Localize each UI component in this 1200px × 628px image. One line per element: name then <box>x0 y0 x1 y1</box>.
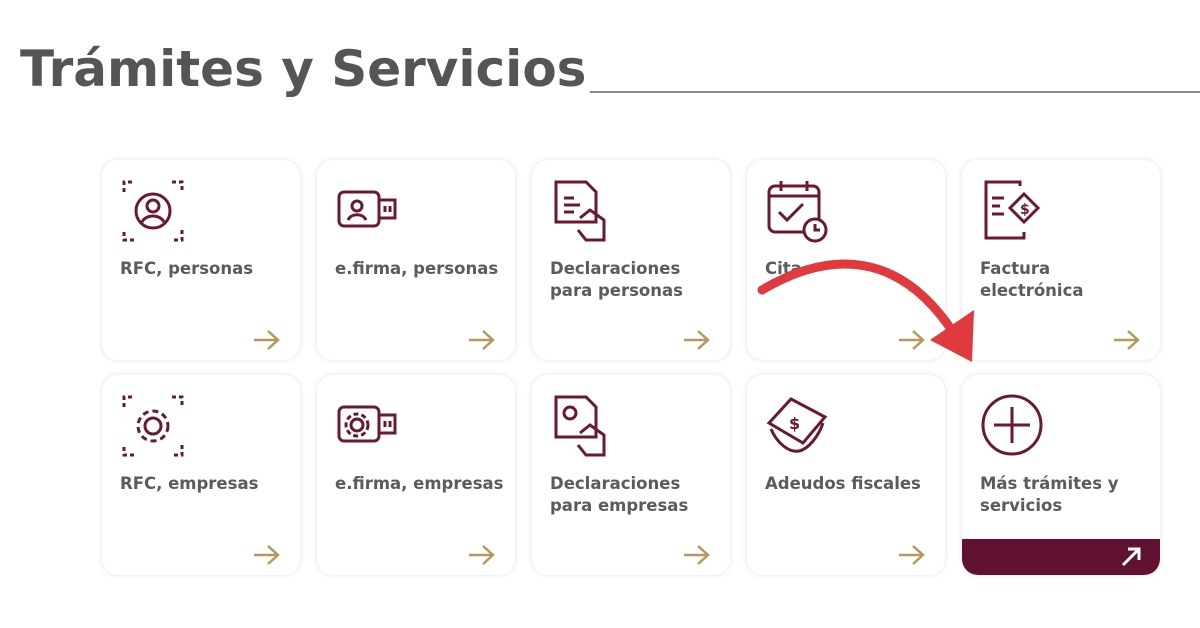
card-adeudos-fiscales[interactable]: $ Adeudos fiscales <box>747 375 945 575</box>
arrow-right-icon[interactable] <box>467 328 497 352</box>
usb-id-icon <box>337 190 397 228</box>
money-hand-icon: $ <box>766 397 828 453</box>
card-e-firma-personas[interactable]: e.firma, personas <box>317 160 515 360</box>
svg-text:$: $ <box>789 414 800 433</box>
document-gear-hand-icon <box>554 395 606 457</box>
arrow-right-icon[interactable] <box>1112 328 1142 352</box>
card-label: Factura electrónica <box>980 259 1084 300</box>
more-banner[interactable] <box>962 539 1160 575</box>
card-label: RFC, personas <box>120 259 254 278</box>
arrow-right-icon[interactable] <box>252 328 282 352</box>
card-factura-electrónica[interactable]: $ Factura electrónica <box>962 160 1160 360</box>
title-divider <box>590 91 1200 93</box>
card-label: Cita <box>765 259 802 278</box>
calendar-check-icon <box>767 181 828 243</box>
card-label: Adeudos fiscales <box>765 474 921 493</box>
card-label: RFC, empresas <box>120 474 259 493</box>
card-rfc-personas[interactable]: RFC, personas <box>102 160 300 360</box>
arrow-right-icon[interactable] <box>252 543 282 567</box>
card-label: Declaraciones para personas <box>550 259 683 300</box>
card-declaraciones-para-personas[interactable]: Declaraciones para personas <box>532 160 730 360</box>
external-arrow-icon <box>1121 547 1141 567</box>
card-label: e.firma, personas <box>335 259 499 278</box>
card-cita[interactable]: Cita <box>747 160 945 360</box>
card-e-firma-empresas[interactable]: e.firma, empresas <box>317 375 515 575</box>
card-declaraciones-para-empresas[interactable]: Declaraciones para empresas <box>532 375 730 575</box>
arrow-right-icon[interactable] <box>682 543 712 567</box>
usb-gear-icon <box>337 405 397 443</box>
page-title: Trámites y Servicios <box>20 40 587 98</box>
card-rfc-empresas[interactable]: RFC, empresas <box>102 375 300 575</box>
card-label: e.firma, empresas <box>335 474 504 493</box>
qr-person-icon <box>122 180 184 242</box>
plus-circle-icon <box>981 394 1043 456</box>
arrow-right-icon[interactable] <box>682 328 712 352</box>
svg-text:$: $ <box>1020 202 1030 218</box>
qr-gear-icon <box>122 395 184 457</box>
arrow-right-icon[interactable] <box>897 328 927 352</box>
card-más-trámites-y-servicios[interactable]: Más trámites y servicios <box>962 375 1160 575</box>
document-hand-icon <box>554 180 606 242</box>
arrow-right-icon[interactable] <box>897 543 927 567</box>
invoice-icon: $ <box>984 180 1041 240</box>
card-label: Más trámites y servicios <box>980 474 1119 515</box>
arrow-right-icon[interactable] <box>467 543 497 567</box>
card-label: Declaraciones para empresas <box>550 474 689 515</box>
